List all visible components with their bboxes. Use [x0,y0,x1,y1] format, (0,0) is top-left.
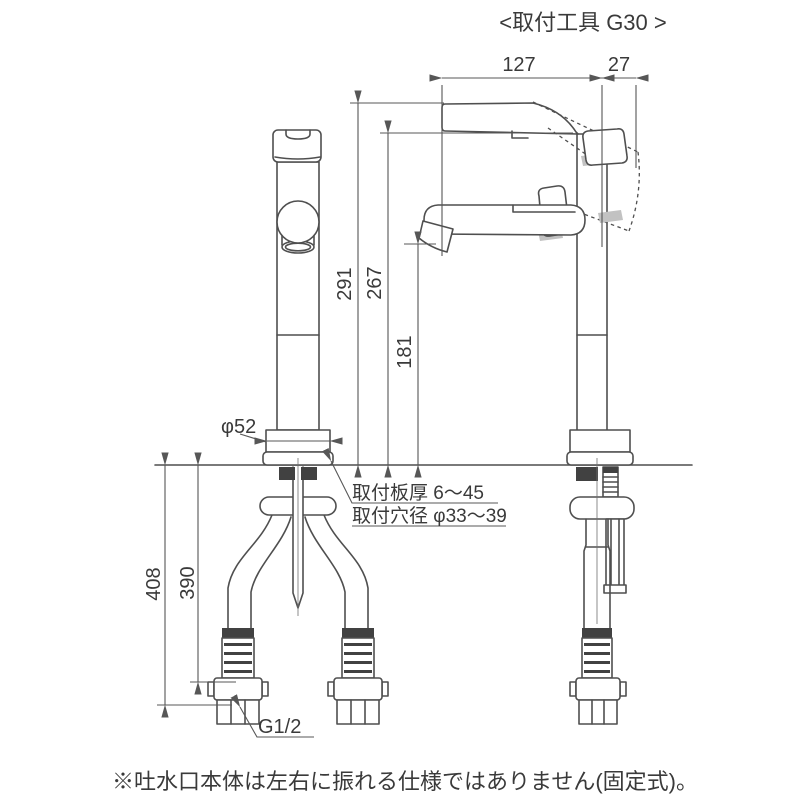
dim-27-label: 27 [608,54,630,76]
dim-127-label: 127 [502,54,535,76]
front-right-tube [304,514,369,629]
side-clamp-bracket [569,496,635,520]
dim-267-label: 267 [364,266,386,299]
front-handle-notch [285,129,311,140]
side-base-flange [566,451,634,466]
front-right-hose-end [327,628,389,725]
front-left-hose-end [207,628,269,725]
dim-291-label: 291 [334,267,356,300]
front-cap-bottom-curve [274,156,321,160]
side-hose-end [569,628,627,725]
dim-390-label: 390 [177,566,199,599]
leader-g12 [230,694,314,738]
side-spout-notch [512,204,576,213]
side-pivot-block [582,128,628,166]
front-left-tube [227,514,292,629]
tool-note-label: <取付工具 G30 > [499,10,667,35]
footer-note: ※吐水口本体は左右に振れる仕様ではありません(固定式)。 [112,769,698,794]
dim-408-label: 408 [143,567,165,600]
side-base-cylinder [569,429,631,453]
front-spout-circle [276,200,320,244]
side-view [418,101,640,725]
dimension-lines [157,74,649,738]
drawing-text: <取付工具 G30 > 127 27 291 267 181 408 390 φ… [112,10,698,794]
mount-thickness-label: 取付板厚 6〜45 [352,482,484,504]
leader-phi52 [239,433,267,443]
front-packing-right [301,467,317,480]
thread-label: G1/2 [258,716,301,738]
side-pivot-shade2 [598,210,623,223]
front-handle-cap [272,129,322,163]
front-packing-left [279,467,295,480]
dim-181-label: 181 [394,335,416,368]
leader-mount-note [322,448,498,504]
side-clamp-screw [602,466,619,498]
side-packing [576,467,598,481]
dim-phi52-label: φ52 [221,416,256,438]
side-lever [441,102,579,135]
mount-hole-label: 取付穴径 φ33〜39 [352,505,507,527]
